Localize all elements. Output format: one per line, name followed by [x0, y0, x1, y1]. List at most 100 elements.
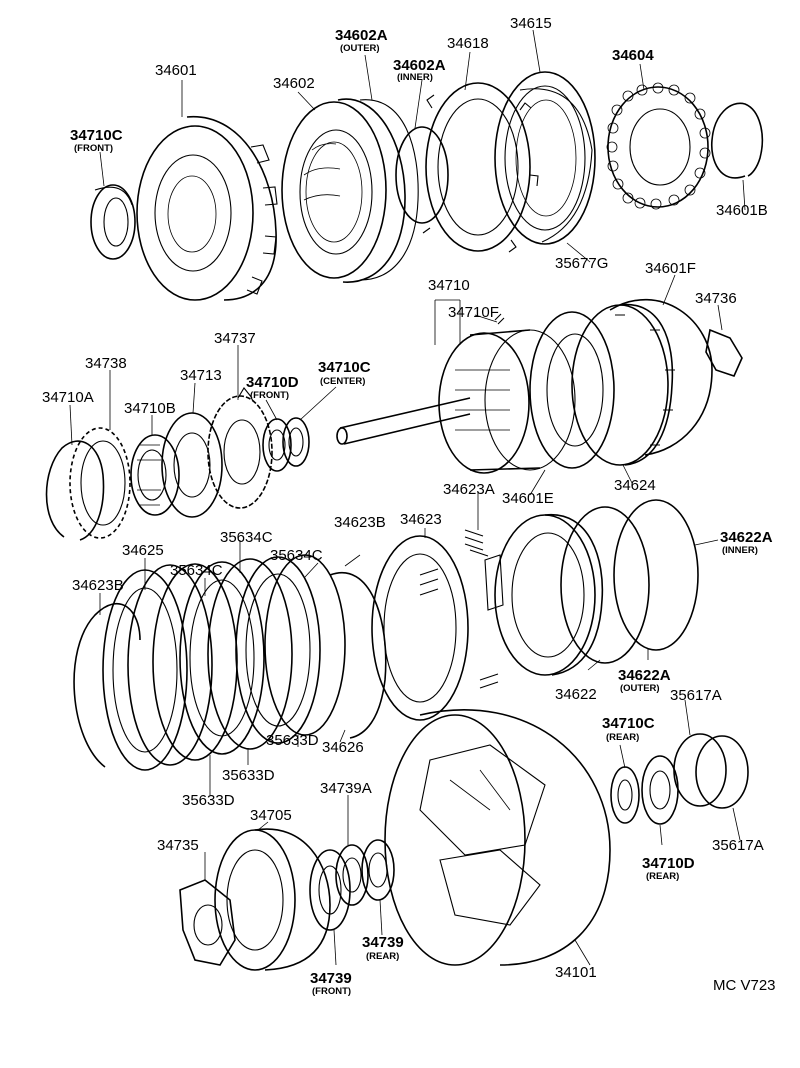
- label-34739-rear: 34739: [362, 934, 404, 951]
- label-34710d-rear: 34710D: [642, 855, 695, 872]
- label-34710c-front-sub: (FRONT): [74, 143, 113, 154]
- bearing-34710b: [130, 434, 180, 516]
- label-34622a-inner: 34622A: [720, 529, 773, 546]
- snap-ring-34623b-top: [329, 572, 387, 739]
- drum-34601: [136, 116, 278, 301]
- label-34601e: 34601E: [502, 490, 554, 507]
- label-35634c-2: 35634C: [170, 562, 223, 579]
- label-34602: 34602: [273, 75, 315, 92]
- label-34623: 34623: [400, 511, 442, 528]
- label-34710c-rear: 34710C: [602, 715, 655, 732]
- label-34710a: 34710A: [42, 389, 94, 406]
- label-34710c-center: 34710C: [318, 359, 371, 376]
- label-34705: 34705: [250, 807, 292, 824]
- oring-34602a-inner: [395, 126, 449, 224]
- label-34625: 34625: [122, 542, 164, 559]
- label-34626: 34626: [322, 739, 364, 756]
- diagram-code: MC V723: [713, 977, 776, 994]
- label-34101: 34101: [555, 964, 597, 981]
- piston-34602: [281, 98, 406, 283]
- label-34604: 34604: [612, 47, 654, 64]
- race-34739a: [335, 844, 369, 906]
- spring-retainer-34604: [606, 82, 711, 210]
- drum-34705: [214, 828, 331, 971]
- label-34622a-outer-sub: (OUTER): [620, 683, 660, 694]
- washer-34710c-center: [282, 417, 310, 467]
- bearing-34739-front: [309, 849, 351, 931]
- part-labels: 34601 34602 34602A (OUTER) 34602A (INNER…: [42, 15, 776, 997]
- washer-34713: [161, 412, 223, 518]
- label-34623b-left: 34623B: [72, 577, 124, 594]
- label-34602a-outer: 34602A: [335, 27, 388, 44]
- springs-34623a: [419, 529, 499, 689]
- gear-flange-34737: [207, 387, 273, 509]
- label-34739a: 34739A: [320, 780, 372, 797]
- bearing-34710d-front: [262, 418, 292, 472]
- label-34710d-front: 34710D: [246, 374, 299, 391]
- plate-34618: [422, 82, 539, 253]
- washer-34710c-front: [90, 184, 136, 260]
- snap-ring-34710a: [45, 440, 105, 541]
- label-34739-front: 34739: [310, 970, 352, 987]
- label-34622a-outer: 34622A: [618, 667, 671, 684]
- label-34735: 34735: [157, 837, 199, 854]
- housing-34101: [384, 709, 611, 966]
- leader-lines: [69, 29, 746, 966]
- label-34623a: 34623A: [443, 481, 495, 498]
- label-34710: 34710: [428, 277, 470, 294]
- label-35634c-3: 35634C: [270, 547, 323, 564]
- bearing-34710d-rear: [641, 755, 679, 825]
- piston-34622: [484, 514, 604, 676]
- label-34601: 34601: [155, 62, 197, 79]
- label-34736: 34736: [695, 290, 737, 307]
- oring-34622a-inner: [613, 499, 699, 651]
- label-34739-rear-sub: (REAR): [366, 951, 399, 962]
- bushing-34710f: [494, 313, 505, 325]
- gear-34738: [69, 427, 131, 539]
- oring-34622a-outer: [560, 506, 650, 664]
- label-34602a-inner-sub: (INNER): [397, 72, 433, 83]
- label-34615: 34615: [510, 15, 552, 32]
- label-35617a-bottom: 35617A: [712, 837, 764, 854]
- label-34602a-inner: 34602A: [393, 57, 446, 74]
- label-34738: 34738: [85, 355, 127, 372]
- label-34713: 34713: [180, 367, 222, 384]
- label-34601f: 34601F: [645, 260, 696, 277]
- label-34710d-front-sub: (FRONT): [250, 390, 289, 401]
- snap-ring-34601b: [710, 102, 764, 179]
- snap-ring-34623b-left: [73, 602, 141, 768]
- plate-34623: [371, 535, 469, 721]
- shaft-34710: [336, 329, 576, 474]
- label-35677g: 35677G: [555, 255, 608, 272]
- label-34737: 34737: [214, 330, 256, 347]
- label-35633d-3: 35633D: [182, 792, 235, 809]
- planetary-34601e: [529, 311, 615, 469]
- label-35633d-1: 35633D: [266, 732, 319, 749]
- label-34739-front-sub: (FRONT): [312, 986, 351, 997]
- bearing-34739-rear: [361, 839, 395, 901]
- seal-ring-35617a-bottom: [695, 735, 749, 809]
- snap-ring-34601f: [609, 298, 713, 456]
- label-34710c-rear-sub: (REAR): [606, 732, 639, 743]
- disc-34615: [494, 71, 596, 245]
- label-35634c-1: 35634C: [220, 529, 273, 546]
- washer-34735: [179, 879, 236, 966]
- label-34623b-top: 34623B: [334, 514, 386, 531]
- label-34710c-front: 34710C: [70, 127, 123, 144]
- label-34710d-rear-sub: (REAR): [646, 871, 679, 882]
- key-34736: [705, 328, 743, 377]
- label-34622: 34622: [555, 686, 597, 703]
- washer-34710c-rear: [610, 766, 640, 824]
- label-35617a-top: 35617A: [670, 687, 722, 704]
- label-34624: 34624: [614, 477, 656, 494]
- label-34622a-inner-sub: (INNER): [722, 545, 758, 556]
- oring-34602a-outer: [359, 99, 419, 281]
- label-34618: 34618: [447, 35, 489, 52]
- label-34710f: 34710F: [448, 304, 499, 321]
- seal-ring-35617a-top: [673, 733, 727, 807]
- label-34710c-center-sub: (CENTER): [320, 376, 365, 387]
- label-35633d-2: 35633D: [222, 767, 275, 784]
- label-34710b: 34710B: [124, 400, 176, 417]
- label-34602a-outer-sub: (OUTER): [340, 43, 380, 54]
